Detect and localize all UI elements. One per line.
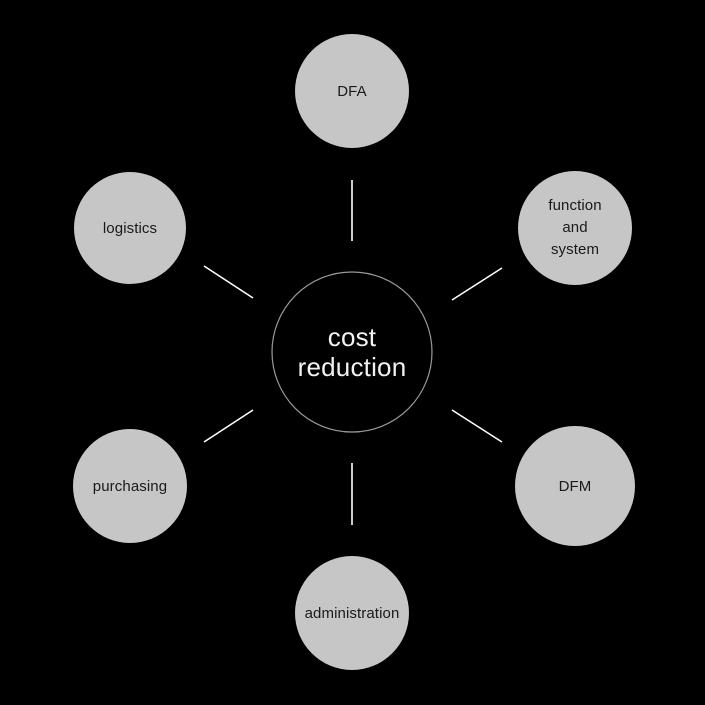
node-circle-group bbox=[73, 34, 635, 670]
node-circle-logistics[interactable] bbox=[74, 172, 186, 284]
node-circle-dfm[interactable] bbox=[515, 426, 635, 546]
connector-hub-to-purchasing bbox=[203, 409, 254, 443]
node-circle-purchasing[interactable] bbox=[73, 429, 187, 543]
node-circle-dfa[interactable] bbox=[295, 34, 409, 148]
connector-hub-to-logistics bbox=[203, 265, 254, 299]
connector-group bbox=[203, 180, 503, 525]
node-circle-function-and-system[interactable] bbox=[518, 171, 632, 285]
hub-circle[interactable] bbox=[271, 271, 433, 433]
node-circle-administration[interactable] bbox=[295, 556, 409, 670]
connector-hub-to-function-and-system bbox=[451, 267, 503, 301]
connector-hub-to-dfm bbox=[451, 409, 503, 443]
